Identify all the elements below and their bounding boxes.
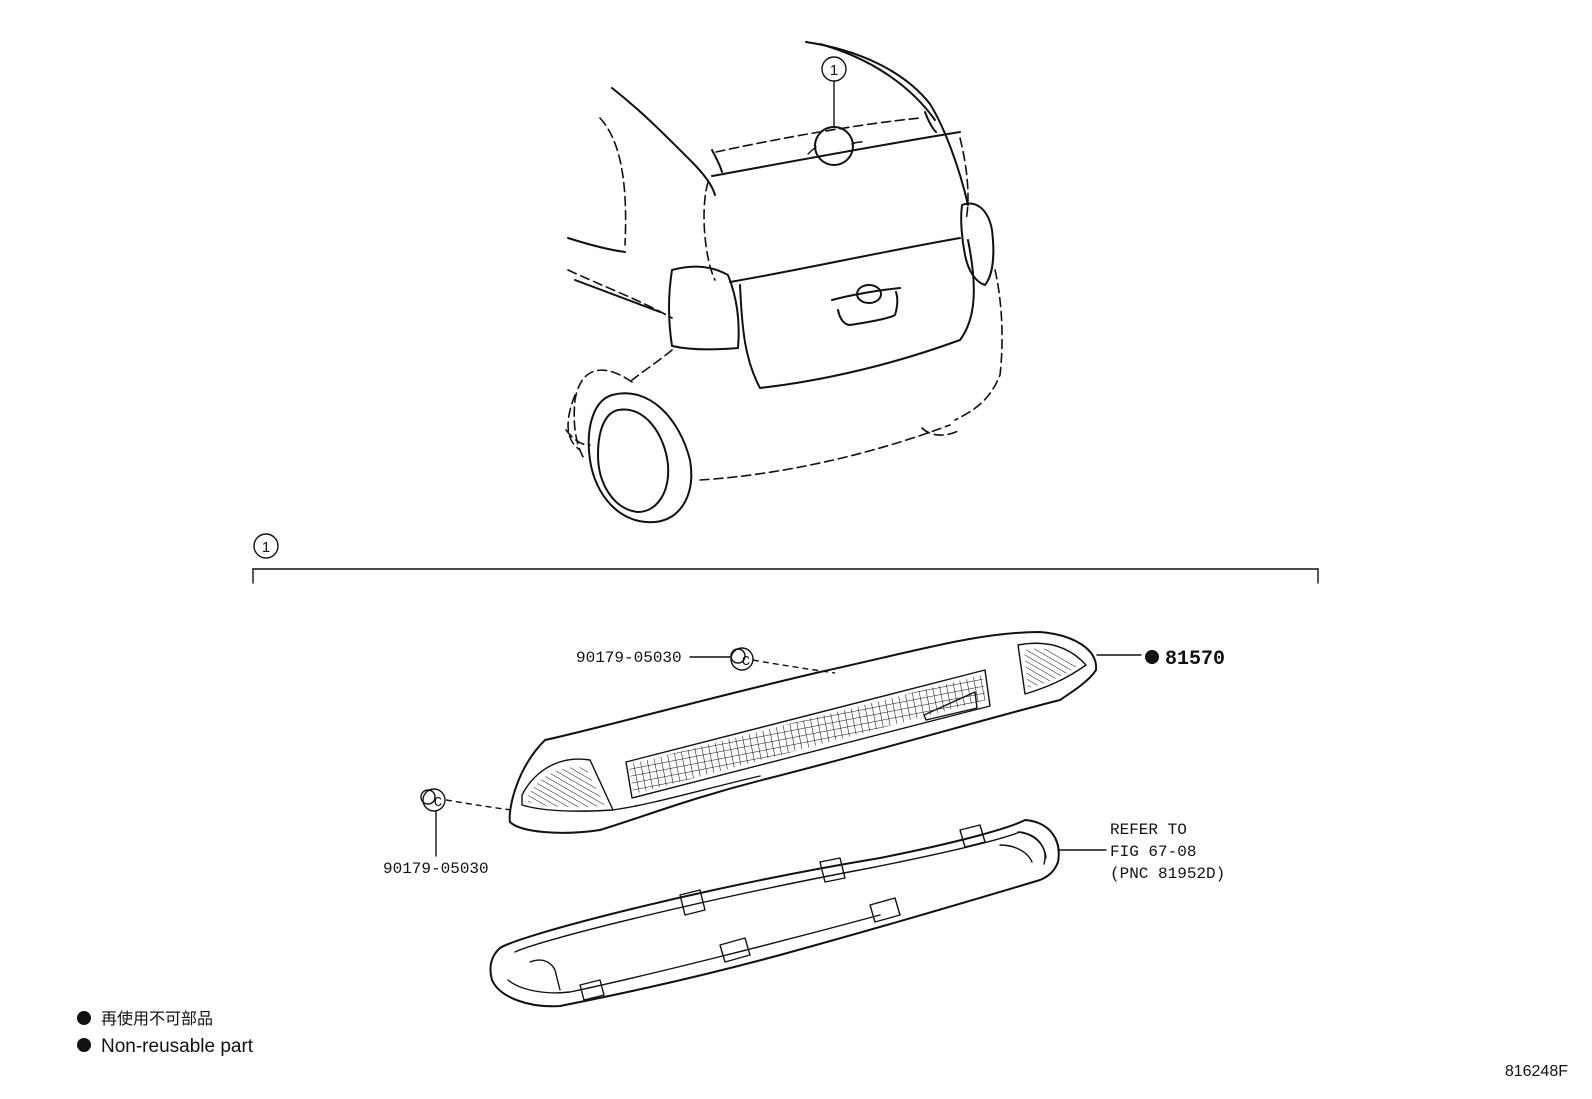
detail-callout-label: 1: [262, 539, 270, 556]
legend-japanese-text: 再使用不可部品: [101, 1010, 213, 1028]
clip-lower-part-number: 90179-05030: [383, 860, 489, 878]
top-callout-label: 1: [830, 62, 838, 79]
clip-c-icon: C: [742, 654, 750, 670]
clip-upper: C: [689, 647, 836, 674]
clip-c-icon: C: [434, 795, 442, 811]
legend: 再使用不可部品 Non-reusable part: [77, 1010, 254, 1057]
detail-bracket: [252, 568, 1319, 584]
lamp-housing-base: [489, 819, 1060, 1008]
high-mount-stop-lamp-81570: [508, 631, 1098, 834]
filled-circle-icon: [77, 1011, 91, 1025]
refer-line-1: REFER TO: [1110, 821, 1187, 839]
lamp-part-number: 81570: [1165, 648, 1225, 671]
vehicle-rear-illustration: [565, 41, 1003, 524]
clip-upper-part-number: 90179-05030: [576, 649, 682, 667]
stop-lamp-location-circle: [814, 126, 854, 166]
figure-id: 816248F: [1505, 1063, 1568, 1080]
refer-line-3: (PNC 81952D): [1110, 865, 1225, 883]
detail-callout: 1: [253, 533, 279, 559]
filled-circle-icon: [77, 1038, 91, 1052]
legend-english-text: Non-reusable part: [101, 1036, 254, 1057]
top-callout: 1: [821, 56, 847, 127]
clip-lower: C: [420, 788, 513, 857]
filled-circle-icon: [1145, 650, 1159, 664]
refer-line-2: FIG 67-08: [1110, 843, 1196, 861]
